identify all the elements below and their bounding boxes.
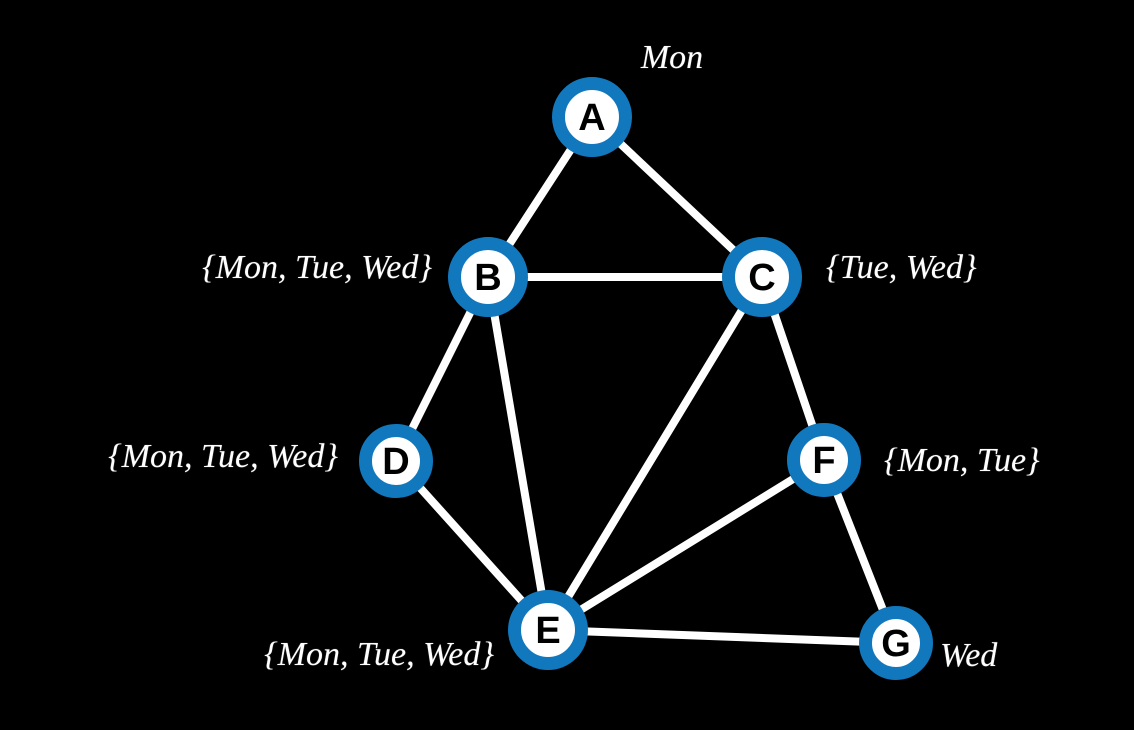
node-circle-g <box>859 606 933 680</box>
edge-c-e <box>544 273 766 634</box>
domain-label-b: {Mon, Tue, Wed} <box>202 249 432 286</box>
domain-label-g: Wed <box>940 637 998 674</box>
node-g[interactable]: G <box>859 606 933 680</box>
edge-e-f <box>544 456 828 634</box>
edges-layer <box>392 113 900 647</box>
node-letter-e: E <box>535 610 560 652</box>
domain-label-c: {Tue, Wed} <box>826 249 977 286</box>
node-letter-g: G <box>881 623 911 665</box>
node-circle-a <box>552 77 632 157</box>
node-letter-c: C <box>748 257 775 299</box>
node-d[interactable]: D <box>359 424 433 498</box>
edge-e-g <box>544 626 900 647</box>
node-letter-b: B <box>474 257 501 299</box>
node-circle-f <box>787 423 861 497</box>
node-a[interactable]: A <box>552 77 632 157</box>
node-letter-f: F <box>812 440 835 482</box>
node-c[interactable]: C <box>722 237 802 317</box>
node-letter-a: A <box>578 97 605 139</box>
node-e[interactable]: E <box>508 590 588 670</box>
node-circle-e <box>508 590 588 670</box>
domain-label-f: {Mon, Tue} <box>884 442 1040 479</box>
domain-label-e: {Mon, Tue, Wed} <box>264 636 494 673</box>
node-letter-d: D <box>382 441 409 483</box>
node-circle-d <box>359 424 433 498</box>
domain-label-d: {Mon, Tue, Wed} <box>108 438 338 475</box>
node-b[interactable]: B <box>448 237 528 317</box>
node-circle-b <box>448 237 528 317</box>
node-circle-c <box>722 237 802 317</box>
edge-b-e <box>484 273 552 634</box>
nodes-layer: A B C D E F G <box>359 77 933 680</box>
domain-label-a: Mon <box>640 39 704 76</box>
node-f[interactable]: F <box>787 423 861 497</box>
